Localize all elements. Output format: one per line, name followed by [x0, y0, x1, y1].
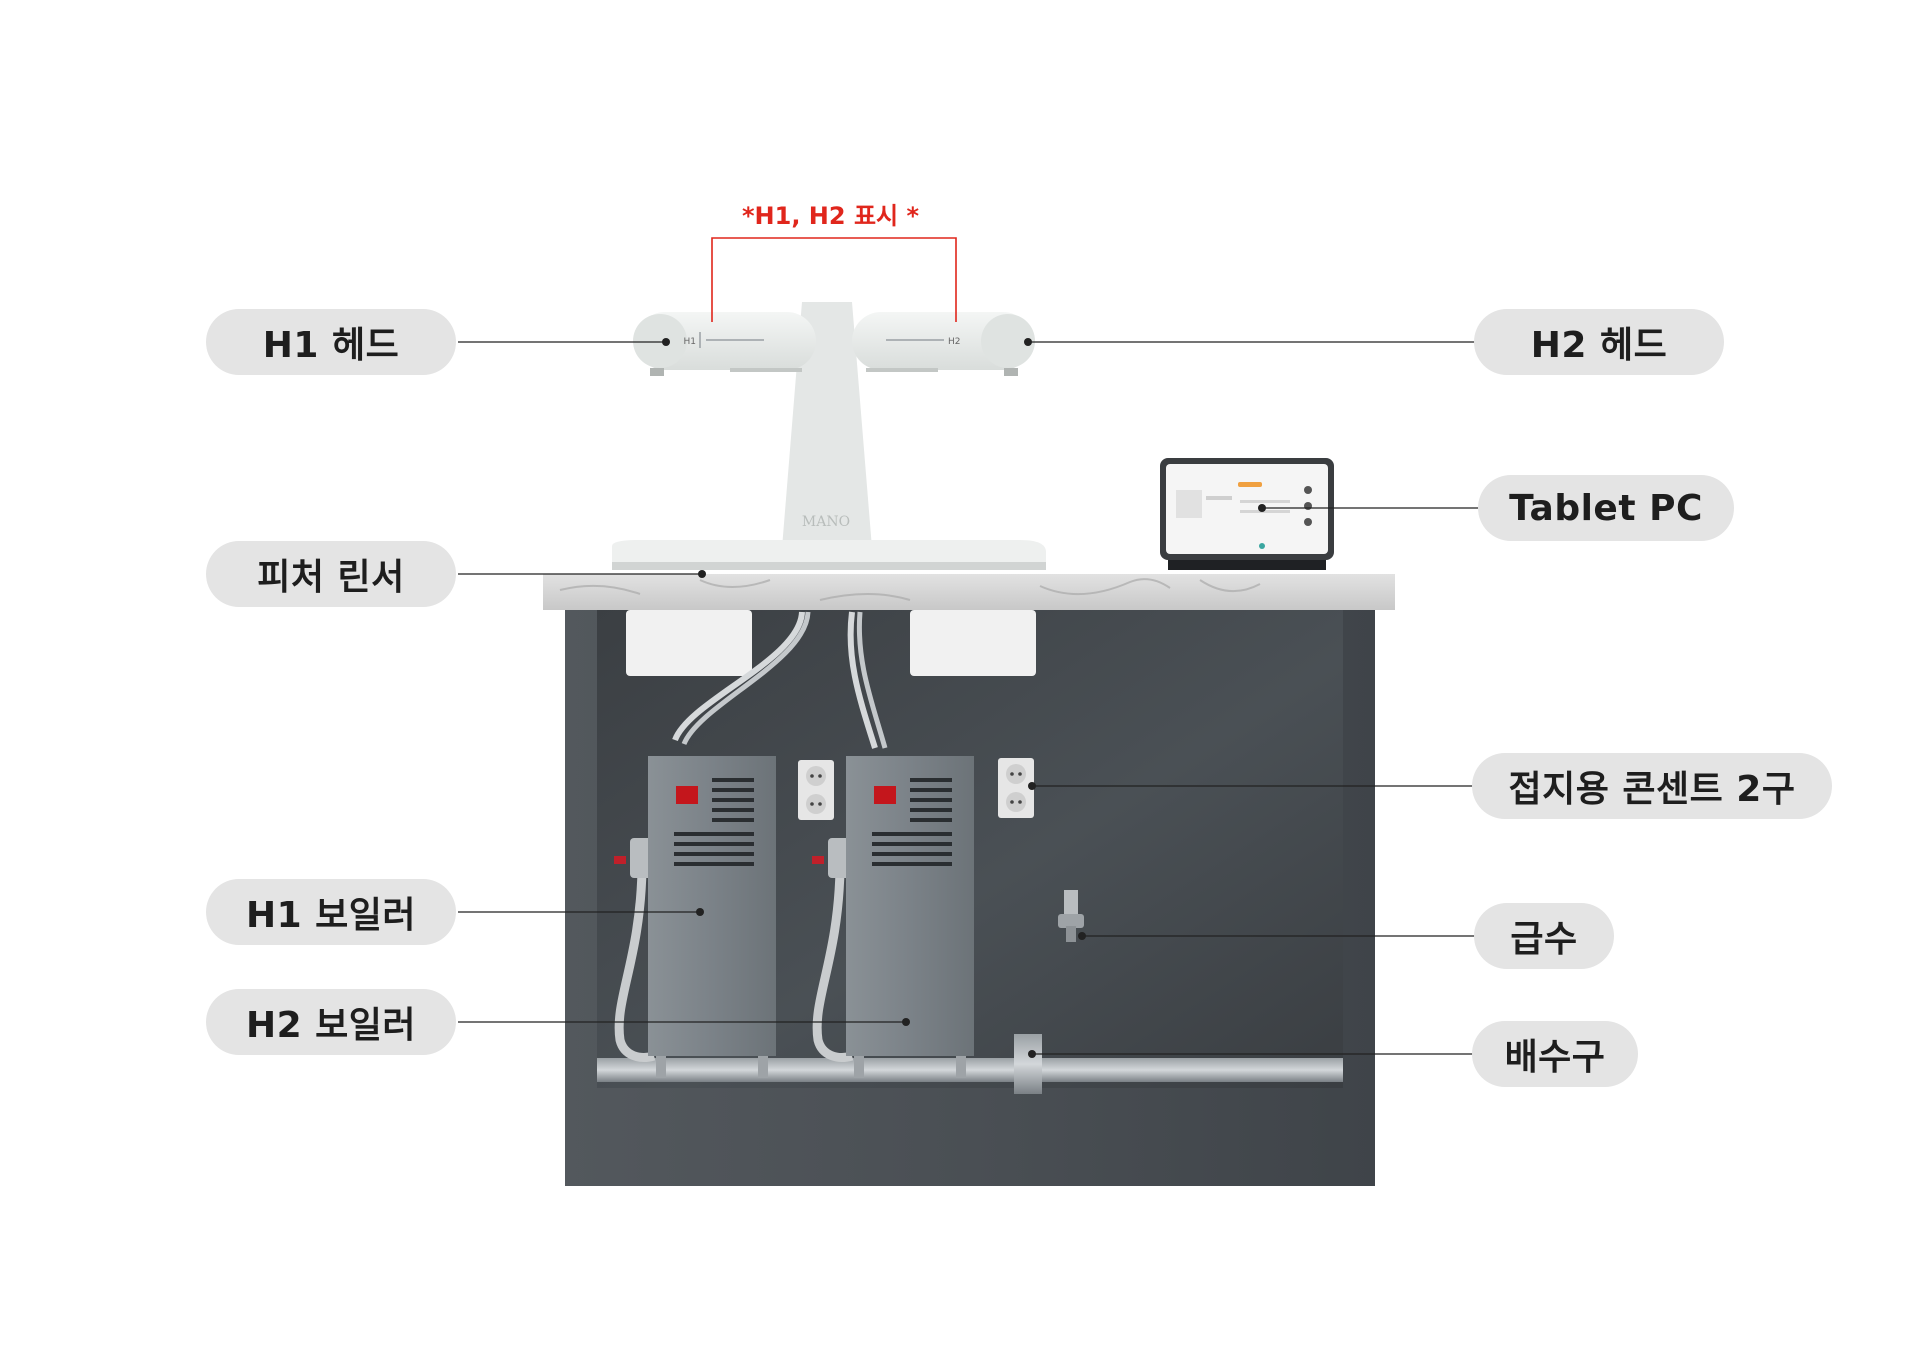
- left-basin: [626, 610, 752, 676]
- leader-lines: [458, 341, 1480, 1055]
- brand-mark: MANO: [802, 514, 850, 530]
- h1-h2-note: *H1, H2 표시 *: [742, 202, 920, 230]
- label-water-supply: 급수: [1474, 903, 1614, 969]
- h1-h2-bracket: [711, 237, 957, 322]
- drain-pipe: [597, 1058, 1343, 1082]
- h1-mark: H1: [684, 337, 697, 347]
- label-h1-head: H1 헤드: [206, 309, 456, 375]
- right-basin: [910, 610, 1036, 676]
- label-h2-boiler: H2 보일러: [206, 989, 456, 1055]
- countertop: [543, 574, 1395, 610]
- label-tablet-pc: Tablet PC: [1478, 475, 1734, 541]
- label-pitcher-rinser: 피처 린서: [206, 541, 456, 607]
- h2-mark: H2: [948, 337, 961, 347]
- rinser-machine: MANO H1 H2: [612, 302, 1046, 570]
- water-supply-valve: [1058, 890, 1084, 942]
- leader-dots: [662, 338, 1266, 1058]
- outlet-left: [798, 760, 834, 820]
- label-outlet: 접지용 콘센트 2구: [1472, 753, 1832, 819]
- label-h1-boiler: H1 보일러: [206, 879, 456, 945]
- outlet-right: [998, 758, 1034, 818]
- label-h2-head: H2 헤드: [1474, 309, 1724, 375]
- h1-boiler-unit: [648, 756, 776, 1078]
- h2-boiler-unit: [846, 756, 974, 1078]
- label-drain: 배수구: [1472, 1021, 1638, 1087]
- tablet-device: [1160, 458, 1334, 570]
